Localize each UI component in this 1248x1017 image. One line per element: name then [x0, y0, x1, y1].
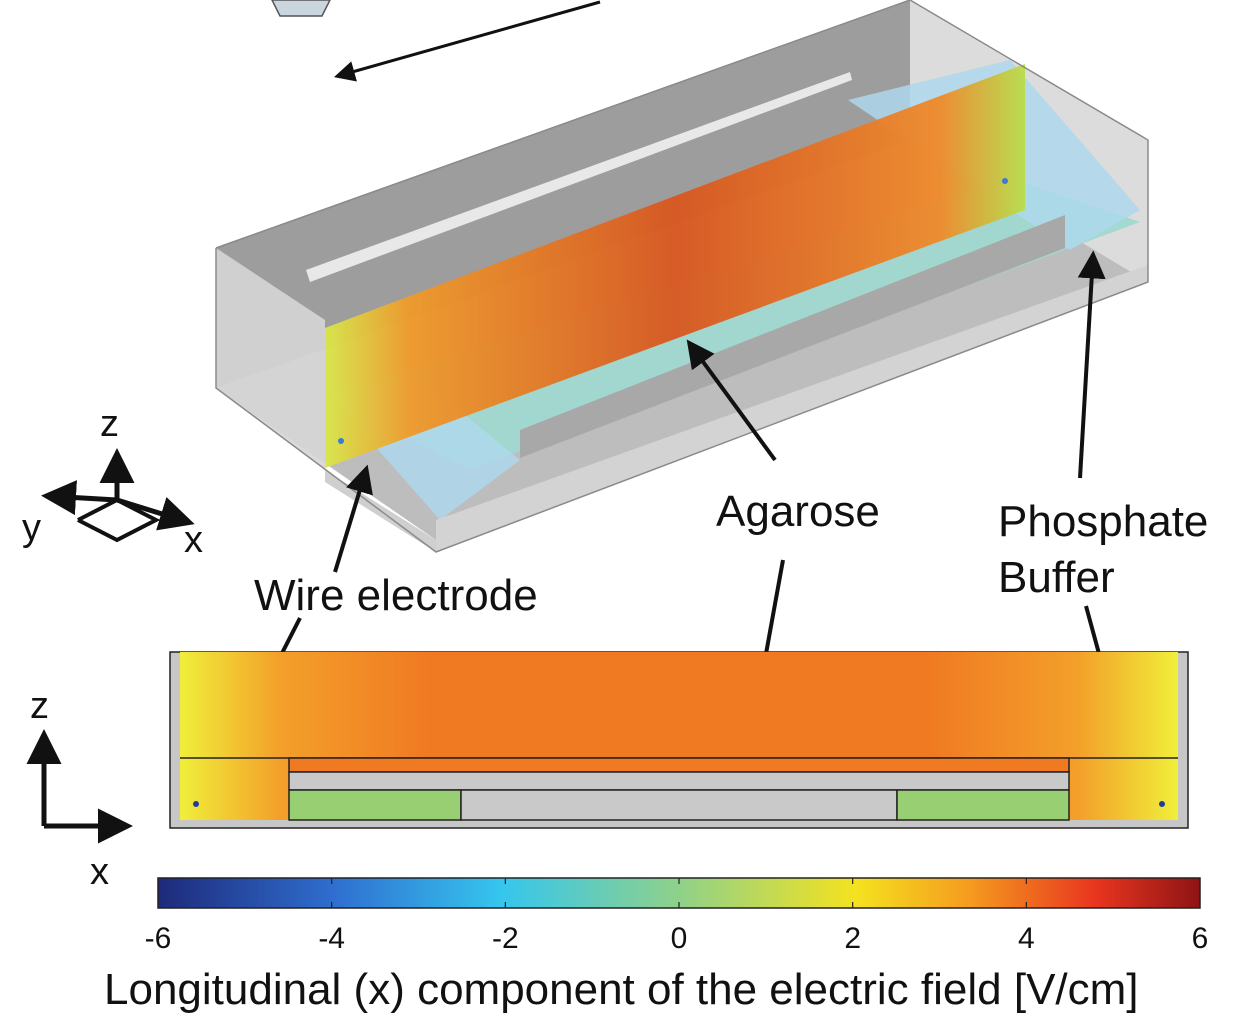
axis-triad-box — [77, 497, 161, 543]
axis-z-label: z — [100, 403, 119, 445]
agarose-arrow-up — [686, 339, 777, 462]
axis-y-label: y — [22, 507, 41, 549]
colorbar-ticks: -6 -4 -2 0 2 4 6 — [145, 878, 1209, 955]
wire-electrode-dot-right — [1002, 178, 1008, 184]
back-wall — [216, 0, 910, 388]
section-electrode-right — [1159, 801, 1165, 807]
box-outline — [215, 0, 1149, 553]
axes-3d-triad: z y x — [22, 403, 203, 561]
axis-y-arrow — [41, 480, 118, 516]
colorbar-tick-label: -4 — [318, 922, 345, 955]
section-gel-tray — [288, 771, 1070, 791]
device-3d — [215, 0, 1149, 553]
agarose-label: Agarose — [716, 487, 880, 536]
cut-off-object — [271, 0, 331, 17]
axis2d-x-label: x — [90, 851, 109, 893]
colorbar-tick-label: 4 — [1018, 922, 1035, 955]
phosphate-label-line2: Buffer — [998, 553, 1115, 602]
axes-2d: z x — [26, 685, 133, 893]
colorbar-title: Longitudinal (x) component of the electr… — [104, 965, 1139, 1014]
phosphate-label-line1: Phosphate — [998, 497, 1208, 546]
tray-front-wall — [520, 215, 1065, 458]
section-electrode-left — [193, 801, 199, 807]
colorbar-tick-label: 6 — [1192, 922, 1209, 955]
axis-x-arrow — [116, 496, 195, 531]
colorbar-tick-label: 0 — [671, 922, 688, 955]
electrode-arrow-up — [333, 464, 373, 573]
cross-section-2d — [169, 651, 1189, 829]
left-end-wall — [216, 248, 325, 470]
colorbar-tick-label: -2 — [492, 922, 519, 955]
colorbar: -6 -4 -2 0 2 4 6 Longitudinal (x) component of… — [104, 877, 1209, 1014]
wire-electrode-label: Wire electrode — [254, 571, 538, 620]
section-green-right — [896, 789, 1070, 821]
agarose-surface — [330, 178, 1140, 470]
section-agarose — [288, 757, 1070, 773]
buffer-arrow-up — [1077, 250, 1106, 479]
front-face — [436, 265, 1148, 552]
colorbar-tick-label: 2 — [844, 922, 861, 955]
direction-arrow — [333, 0, 601, 82]
section-support — [460, 789, 898, 821]
colorbar-tick-label: -6 — [145, 922, 172, 955]
axis-x-label: x — [184, 519, 203, 561]
section-green-left — [288, 789, 462, 821]
wire-electrode-dot-left — [338, 438, 344, 444]
back-slot — [306, 72, 852, 282]
field-plane — [325, 64, 1025, 468]
axis2d-z-label: z — [30, 685, 49, 727]
